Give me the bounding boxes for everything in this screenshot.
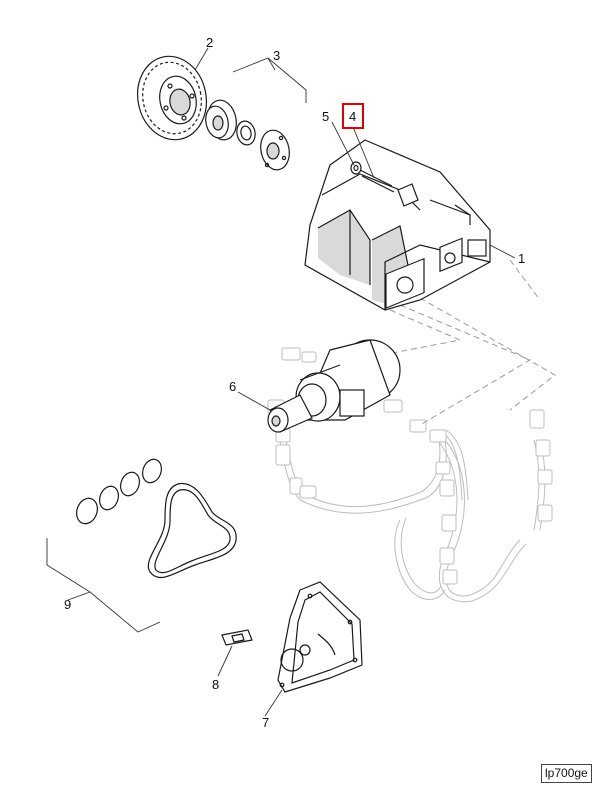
callout-8[interactable]: 8 <box>212 677 219 692</box>
callout-9[interactable]: 9 <box>64 597 71 612</box>
o-ring-set <box>76 458 163 525</box>
housing-gasket <box>277 581 363 693</box>
small-gasket <box>221 629 253 646</box>
large-seal-ring <box>147 482 237 578</box>
callout-2[interactable]: 2 <box>206 35 213 50</box>
hydraulic-pump <box>267 339 401 433</box>
timing-gear <box>137 55 207 141</box>
bearing-ring <box>236 120 256 146</box>
gear-housing <box>304 139 491 311</box>
gear-hub <box>205 99 237 141</box>
housing-bolt <box>359 169 395 193</box>
washer <box>350 161 362 175</box>
callout-3[interactable]: 3 <box>273 48 280 63</box>
highlight-box <box>342 103 364 129</box>
reference-code: lp700ge <box>541 764 592 783</box>
callout-5[interactable]: 5 <box>322 109 329 124</box>
callout-7[interactable]: 7 <box>262 715 269 730</box>
callout-4[interactable]: 4 <box>349 109 356 124</box>
callout-6[interactable]: 6 <box>229 379 236 394</box>
flange-plate <box>260 129 290 171</box>
ghosted-hose-assembly <box>267 347 553 603</box>
callout-1[interactable]: 1 <box>518 251 525 266</box>
leader-lines <box>46 47 516 717</box>
